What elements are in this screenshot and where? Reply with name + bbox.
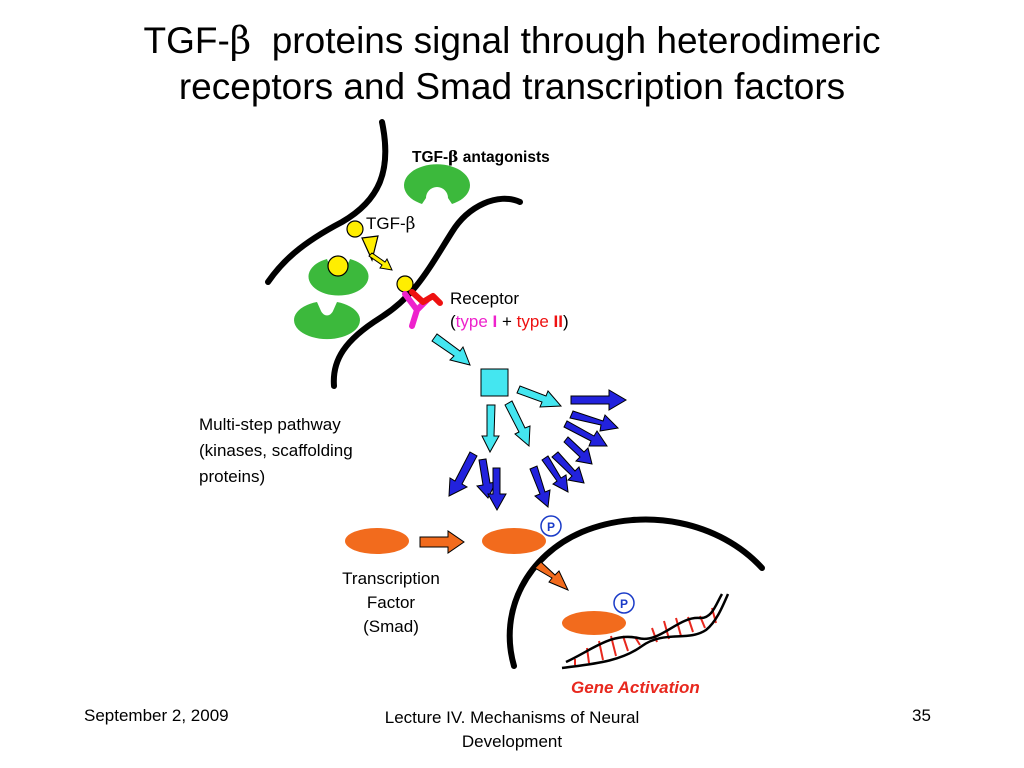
footer-date: September 2, 2009 — [84, 706, 229, 725]
smad-phosphorylated — [482, 528, 546, 554]
smad-activation-arrow — [419, 530, 465, 554]
tgf-beta-ligand-circle — [346, 220, 364, 238]
blue-arrow-6 — [476, 458, 497, 499]
gene-activation-label: Gene Activation — [571, 678, 700, 697]
smad-nuclear-import-arrow — [534, 561, 570, 591]
phospho-label-cytoplasm: P — [547, 520, 555, 534]
title-line-1-suffix: proteins signal through heterodimeric — [251, 20, 881, 61]
receptor-types-label: (type I + type II) — [450, 312, 569, 331]
blue-arrow-7 — [487, 467, 507, 512]
footer-lecture-title: Lecture IV. Mechanisms of Neural Develop… — [352, 706, 672, 754]
blue-arrow-4 — [563, 436, 593, 465]
smad-in-nucleus — [562, 611, 626, 635]
receptor-complex — [402, 289, 443, 329]
title-line-2: receptors and Smad transcription factors — [178, 66, 846, 107]
tgf-beta-label: TGF-β — [366, 214, 415, 234]
antagonist-shape-middle — [308, 259, 369, 296]
smad-unphosphorylated — [345, 528, 409, 554]
dna-helix — [561, 593, 730, 670]
nucleus-outline — [506, 516, 765, 669]
membrane-outer-line — [265, 119, 389, 285]
cyan-arrow-down-right — [504, 400, 531, 448]
cyan-arrow-right — [516, 385, 563, 408]
receptor-label: Receptor — [450, 289, 519, 308]
pathway-label-line-1: Multi-step pathway — [199, 415, 341, 434]
blue-arrow-8 — [529, 465, 551, 508]
membrane-inner-line — [330, 195, 523, 389]
transcription-factor-label-line-2: Factor — [367, 593, 416, 612]
pathway-label-line-2: (kinases, scaffolding — [199, 441, 353, 460]
blue-arrow-9 — [541, 455, 569, 493]
blue-arrow-2 — [569, 410, 620, 432]
pathway-label-line-3: proteins) — [199, 467, 265, 486]
cyan-arrow-down-left — [481, 404, 500, 454]
slide-title: TGF-β proteins signal through heterodime… — [60, 18, 964, 110]
title-beta-symbol: β — [229, 19, 252, 62]
antagonists-label: TGF-β antagonists — [412, 147, 550, 166]
transcription-factor-label-line-3: (Smad) — [363, 617, 419, 636]
ligand-arrow — [368, 252, 393, 271]
receptor-type-2 — [409, 289, 443, 306]
blue-arrow-1 — [570, 389, 627, 411]
footer-lecture-line-1: Lecture IV. Mechanisms of Neural — [384, 708, 640, 727]
antagonist-shape-top — [404, 164, 470, 204]
blue-arrow-10 — [551, 451, 585, 484]
tgf-beta-triangle — [361, 235, 379, 262]
footer-page-number: 35 — [912, 706, 931, 725]
transcription-factor-label-line-1: Transcription — [342, 569, 440, 588]
phospho-badge-nucleus — [613, 592, 635, 614]
blue-arrow-3 — [563, 420, 608, 447]
receptor-to-kinase-arrow — [431, 333, 471, 366]
blue-arrow-5 — [448, 451, 478, 497]
phospho-label-nucleus: P — [620, 597, 628, 611]
footer-lecture-line-2: Development — [461, 732, 563, 751]
kinase-square — [480, 368, 509, 397]
title-tgf-text: TGF- — [143, 20, 230, 61]
phospho-badge-cytoplasm — [540, 515, 562, 537]
antagonist-shape-bottom — [294, 302, 360, 340]
bound-ligand-circle — [327, 255, 349, 277]
title-line-1: TGF-β proteins signal through heterodime… — [60, 18, 964, 64]
